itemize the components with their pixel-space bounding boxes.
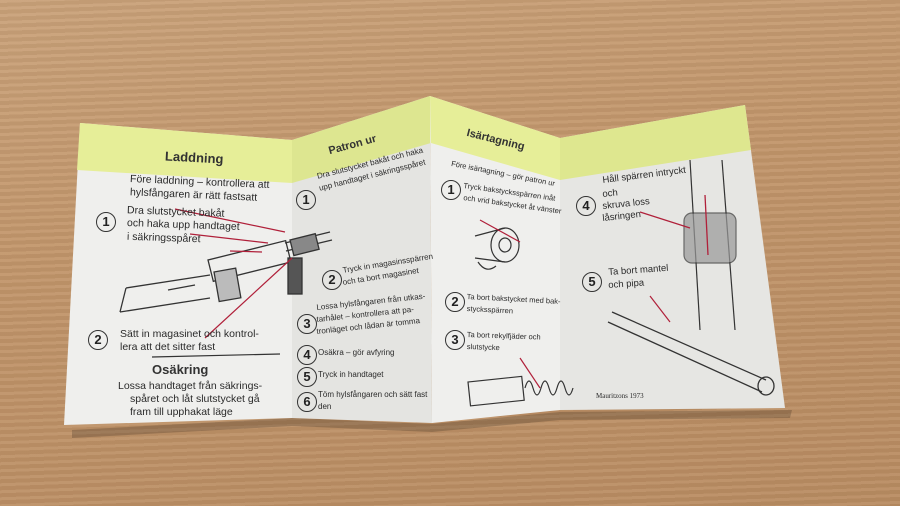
panel-1-step-2-number: 2 [88, 330, 108, 350]
panel-4-band [560, 105, 751, 180]
panel-1-osakring-line-3: fram till upphakat läge [130, 406, 233, 418]
panel-1-annotation-lines [174, 208, 293, 339]
panel-2-step-2-number: 2 [322, 270, 342, 290]
locking-ring-illustration [683, 159, 737, 331]
barrel-illustration [607, 311, 775, 396]
panel-4-footer: Mauritzons 1973 [596, 392, 644, 400]
recoil-spring-illustration [467, 375, 574, 407]
panel-2-step-6-number: 6 [297, 392, 317, 412]
panel-2-step-4-text: Osäkra – gör avfyring [318, 348, 395, 357]
panel-2-step-5-text: Tryck in handtaget [318, 370, 384, 379]
panel-4-step-4-number: 4 [576, 196, 596, 216]
panel-1-subheading: Osäkring [152, 362, 209, 377]
panel-3-step-2-number: 2 [445, 292, 465, 312]
panel-3-step-3-line-2: slutstycke [466, 342, 500, 353]
panel-1-step-1-line-3: i säkringsspåret [126, 230, 201, 246]
panel-1-step-1-number: 1 [96, 212, 116, 232]
panel-2-step-6-line-2: den [318, 402, 332, 411]
panel-2-step-6-line-1: Töm hylsfångaren och sätt fast [318, 390, 428, 399]
panel-1-paper [64, 123, 292, 425]
panel-3-step-1-number: 1 [441, 180, 461, 200]
panel-2-step-1-number: 1 [296, 190, 316, 210]
panel-2-step-5-number: 5 [297, 367, 317, 387]
submachine-gun-illustration [119, 231, 333, 313]
panel-1-step-2-line-2: lera att det sitter fast [120, 341, 216, 353]
panel-2-step-4-number: 4 [297, 345, 317, 365]
panel-4-paper [560, 105, 785, 410]
panel-1-band [77, 123, 292, 183]
panel-1-osakring-line-2: spåret och låt slutstycket gå [130, 393, 260, 405]
panel-3-step-3-number: 3 [445, 330, 465, 350]
panel-1-osakring-line-1: Lossa handtaget från säkrings- [118, 380, 263, 392]
panel-4-step-5-number: 5 [582, 272, 602, 292]
panel-1-step-2-line-1: Sätt in magasinet och kontrol- [120, 328, 259, 340]
panel-2-paper [292, 96, 432, 423]
back-piece-illustration [474, 227, 520, 270]
panel-2-band [292, 96, 431, 183]
panel-1-heading: Laddning [164, 148, 224, 167]
panel-3-band [430, 96, 560, 180]
panel-2-step-3-number: 3 [297, 314, 317, 334]
